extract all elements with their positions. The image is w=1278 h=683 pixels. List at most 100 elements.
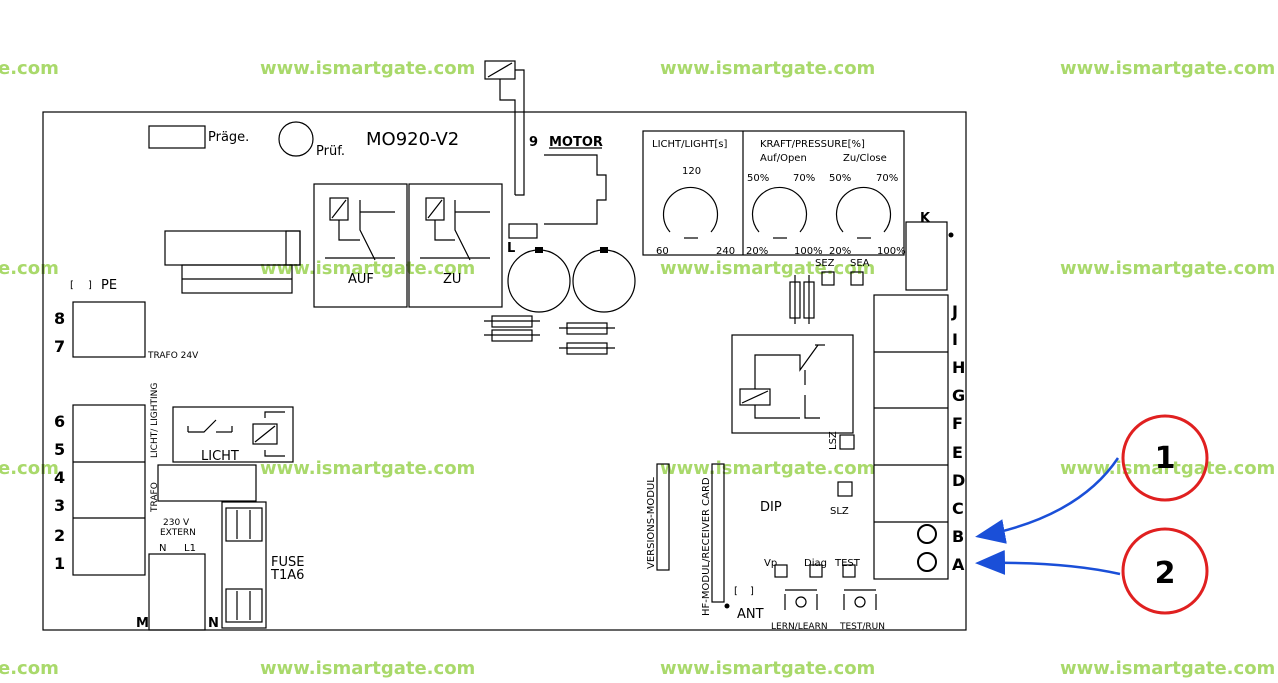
open-70-label: 70% [793,173,815,184]
learn-label: LERN/LEARN [771,622,828,632]
l-jumper [508,223,538,239]
test-led [842,564,856,578]
right-terminal-labels: J I H G F E D C B A [951,302,965,574]
ant-label: ANT [737,607,764,622]
open-20-label: 20% [746,246,768,257]
t1a6-label: T1A6 [270,568,304,583]
hf-module-slot [711,463,725,603]
test-run-button [843,589,877,610]
right-terminal-block [873,294,949,580]
slz-led [837,481,853,497]
diag-led [809,564,823,578]
board-outline [42,111,967,631]
sez-led [821,271,835,286]
auf-open-label: Auf/Open [760,153,807,164]
fuse-label: FUSE [271,555,304,570]
auf-relay: AUF [313,183,408,308]
terminal-label-c: C [952,499,964,518]
terminal-label-j: J [951,302,958,321]
main-relay [731,334,854,434]
open-100-label: 100% [794,246,823,257]
kraft-pressure-label: KRAFT/PRESSURE[%] [760,139,865,150]
v230-label: 230 V [163,518,190,528]
vertical-resistors [789,275,815,324]
terminal-label-8: 8 [54,309,65,328]
svg-text:]: ] [750,586,754,597]
close-50-label: 50% [829,173,851,184]
light-120-label: 120 [682,166,701,177]
capacitor-1 [507,249,571,313]
terminal-label-4: 4 [54,468,65,487]
watermark: www.ismartgate.com [1060,58,1276,79]
callout-1-number: 1 [1155,441,1176,476]
top-relay-symbol [484,60,525,196]
potentiometer-panel: LICHT/LIGHT[s] KRAFT/PRESSURE[%] Auf/Ope… [642,130,906,257]
praege-stamp-box [148,125,206,149]
zu-relay: ZU [408,183,503,308]
light-240-label: 240 [716,246,735,257]
close-100-label: 100% [877,246,906,257]
motor-connector [544,154,607,225]
learn-button [784,589,818,610]
trafo-label: TRAFO [150,482,160,513]
diag-label: Diag [804,558,827,569]
resistors-left [484,315,540,342]
fuse-holder [221,501,267,629]
watermark: www.ismartgate.com [260,658,476,679]
zu-label: ZU [443,272,461,287]
terminal-label-i: I [952,330,958,349]
pruef-stamp-circle [278,121,314,157]
capacitor-2 [572,249,636,313]
watermark: www.ismartgate.com [260,58,476,79]
terminal-label-f: F [952,414,963,433]
licht-label: LICHT [201,449,239,464]
watermark: www.ismartgate.com [1060,658,1276,679]
dip-label: DIP [760,500,782,515]
m-label: M [136,616,149,631]
licht-light-label: LICHT/LIGHT[s] [652,139,728,150]
zu-close-label: Zu/Close [843,153,887,164]
pruef-label: Prüf. [316,144,345,159]
svg-text:]: ] [88,280,92,291]
callout-2-arrow [975,550,1121,576]
n2-label: N [208,616,219,631]
callout-1: 1 [975,414,1209,544]
l-label: L [507,241,515,256]
test-label: TEST [834,558,861,569]
light-60-label: 60 [656,246,669,257]
trafo-box [157,464,257,502]
extern-label: EXTERN [160,528,196,538]
watermark: www.ismartgate.com [660,658,876,679]
open-force-potentiometer [751,186,808,233]
versions-label: VERSIONS-MODUL [646,477,657,569]
pe-label: PE [101,278,117,293]
terminal-label-3: 3 [54,496,65,515]
hf-module-label: HF-MODUL/RECEIVER CARD [701,477,712,616]
vp-label: Vp [764,558,777,569]
lsz-led [839,434,855,450]
terminal-label-b: B [952,527,964,546]
terminal-label-5: 5 [54,440,65,459]
watermark-fragment: e.com [0,258,59,279]
open-50-label: 50% [747,173,769,184]
motor-number: 9 [529,135,538,150]
callout-1-arrow [975,457,1120,544]
left-terminal-block-top: 8 7 TRAFO 24V [54,301,199,361]
l1-label: L1 [184,543,196,554]
terminal-a-screw [917,552,937,572]
svg-text:[: [ [70,280,74,291]
licht-lighting-label: LICHT/ LIGHTING [150,383,160,458]
sea-led [850,271,864,286]
vp-led [774,564,788,578]
praege-label: Präge. [208,130,249,145]
callout-2-number: 2 [1155,556,1176,591]
licht-relay: LICHT [172,406,294,464]
close-20-label: 20% [829,246,851,257]
watermark: www.ismartgate.com [660,458,876,479]
callout-2: 2 [975,527,1209,615]
test-run-label: TEST/RUN [839,622,885,632]
motor-label: MOTOR [549,135,603,150]
model-label: MO920-V2 [366,129,459,150]
terminal-label-h: H [952,358,965,377]
